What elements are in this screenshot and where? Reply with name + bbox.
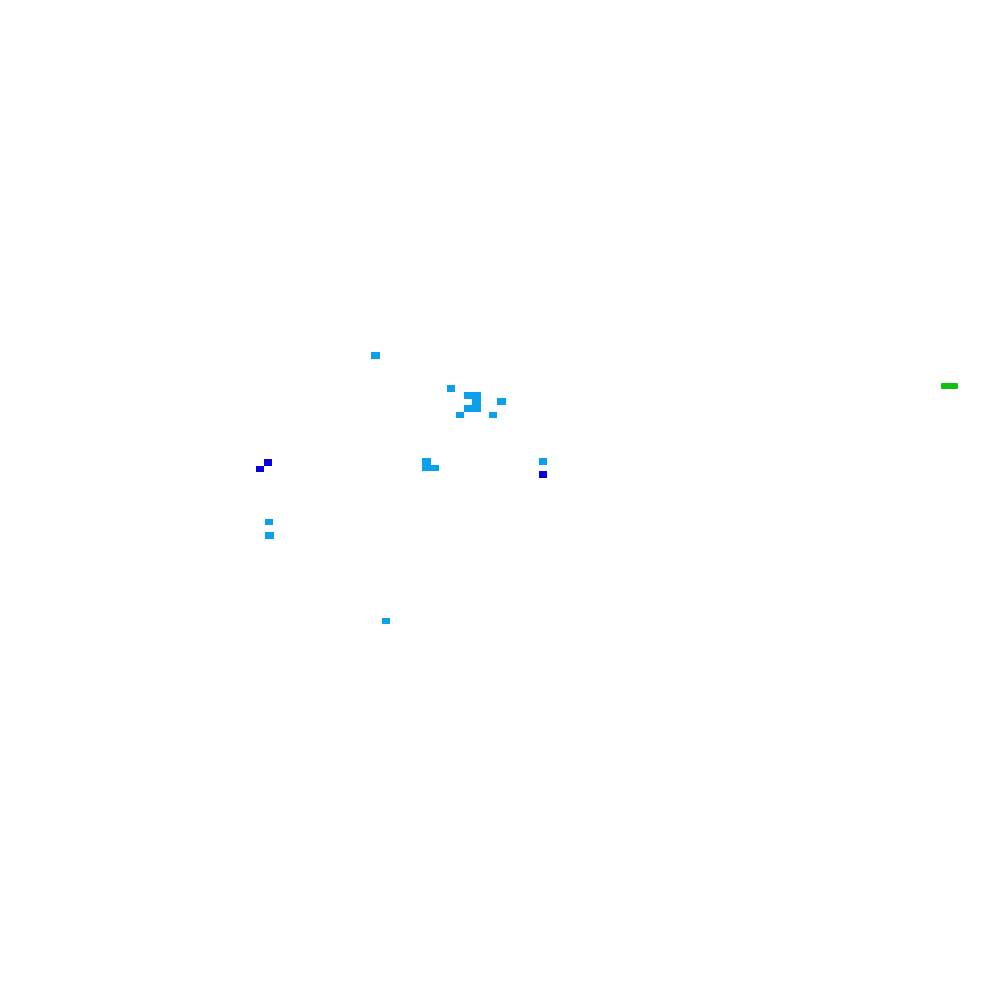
light-blue-speck bbox=[464, 405, 481, 412]
light-blue-speck bbox=[456, 412, 464, 418]
light-blue-speck bbox=[371, 352, 380, 359]
light-blue-speck bbox=[382, 618, 390, 624]
light-blue-speck bbox=[422, 465, 439, 471]
light-blue-speck bbox=[422, 458, 431, 465]
green-speck bbox=[941, 383, 958, 389]
light-blue-speck bbox=[497, 398, 506, 405]
dark-blue-speck bbox=[264, 459, 272, 466]
light-blue-speck bbox=[447, 385, 455, 392]
dark-blue-speck bbox=[256, 466, 264, 472]
light-blue-speck bbox=[472, 399, 481, 405]
light-blue-speck bbox=[265, 519, 273, 525]
light-blue-speck bbox=[489, 412, 497, 418]
light-blue-speck bbox=[265, 532, 274, 539]
light-blue-speck bbox=[539, 458, 547, 465]
light-blue-speck bbox=[464, 392, 481, 399]
dark-blue-speck bbox=[539, 471, 547, 478]
